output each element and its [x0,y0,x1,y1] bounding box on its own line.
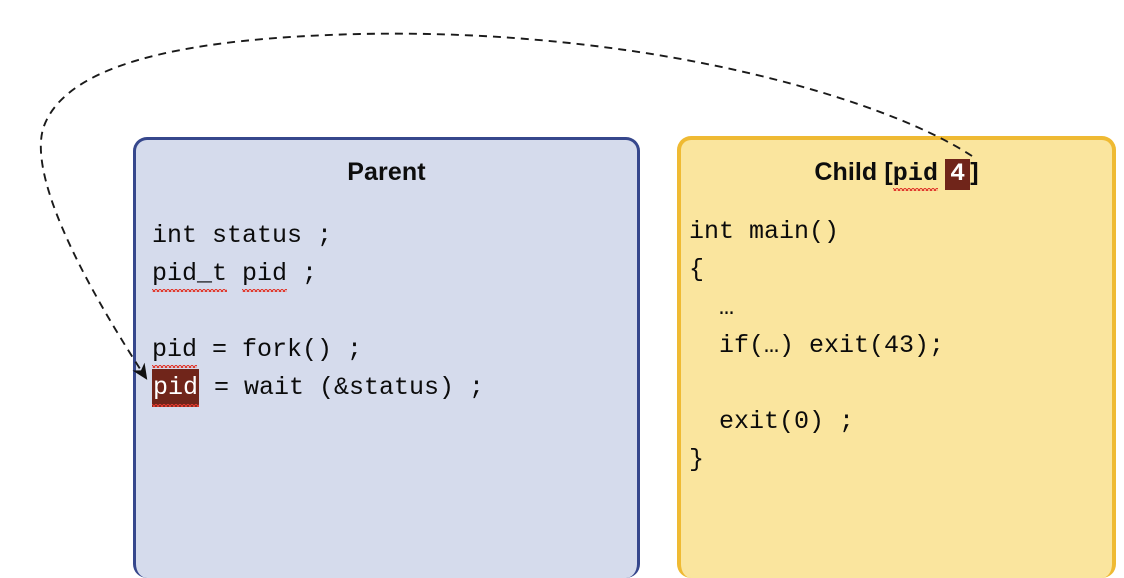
code-token: ; [287,258,318,288]
child-process-panel: Child [pid 4] int main() { … if(…) exit(4… [677,136,1116,578]
code-token: int main() [689,217,840,246]
code-token: int status ; [152,220,333,250]
code-token-misspelled: pid_t [152,255,228,293]
child-title-prefix: Child [ [814,158,893,186]
code-line: pid = wait (&status) ; [152,368,637,407]
code-line: } [689,441,1112,479]
code-token: … [689,293,735,322]
parent-panel-title: Parent [347,158,426,186]
code-line: … [689,289,1112,327]
code-token: = wait (&status) ; [199,372,485,402]
code-token: } [689,445,705,474]
code-token: exit(0) ; [689,407,855,436]
code-line: { [689,251,1112,289]
code-token-misspelled: pid [152,331,198,369]
code-token [227,255,242,293]
parent-process-panel: Parent int status ; pid_t pid ; pid = for… [133,137,640,578]
parent-pid-wait-highlight: pid [152,368,200,407]
code-token: = fork() ; [197,334,363,364]
code-line: exit(0) ; [689,403,1112,441]
code-line: int status ; [152,217,637,255]
child-title-space [938,158,945,186]
child-title-pid-token: pid [892,159,939,190]
parent-code-block: int status ;pid_t pid ; pid = fork() ;pi… [152,217,637,407]
code-token-misspelled: pid [242,255,288,293]
child-panel-title: Child [pid 4] [681,158,1112,190]
child-code-block: int main() { … if(…) exit(43); exit(0) ;} [689,213,1112,479]
child-title-suffix: ] [970,158,979,186]
child-pid-value-highlight: 4 [945,159,971,190]
code-token: { [689,255,705,284]
code-line: if(…) exit(43); [689,327,1112,365]
code-line: pid_t pid ; [152,255,637,293]
code-line: pid = fork() ; [152,331,637,369]
code-line [689,365,1112,403]
code-token: if(…) exit(43); [689,331,945,360]
code-line: int main() [689,213,1112,251]
code-line [152,293,637,331]
